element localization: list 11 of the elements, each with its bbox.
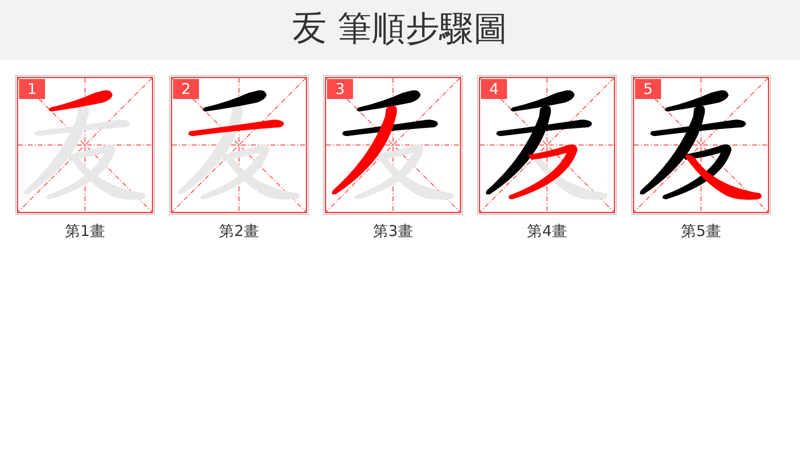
step-number: 3 (327, 79, 353, 99)
step-number: 2 (173, 79, 199, 99)
step-caption: 第2畫 (219, 221, 259, 241)
page-title: 叐 筆順步驟圖 (292, 8, 508, 51)
step-number: 4 (481, 79, 507, 99)
step-caption: 第5畫 (681, 221, 721, 241)
step-number: 1 (19, 79, 45, 99)
step-caption: 第3畫 (373, 221, 413, 241)
step-number: 5 (635, 79, 661, 99)
step-caption: 第4畫 (527, 221, 567, 241)
step-caption: 第1畫 (65, 221, 105, 241)
